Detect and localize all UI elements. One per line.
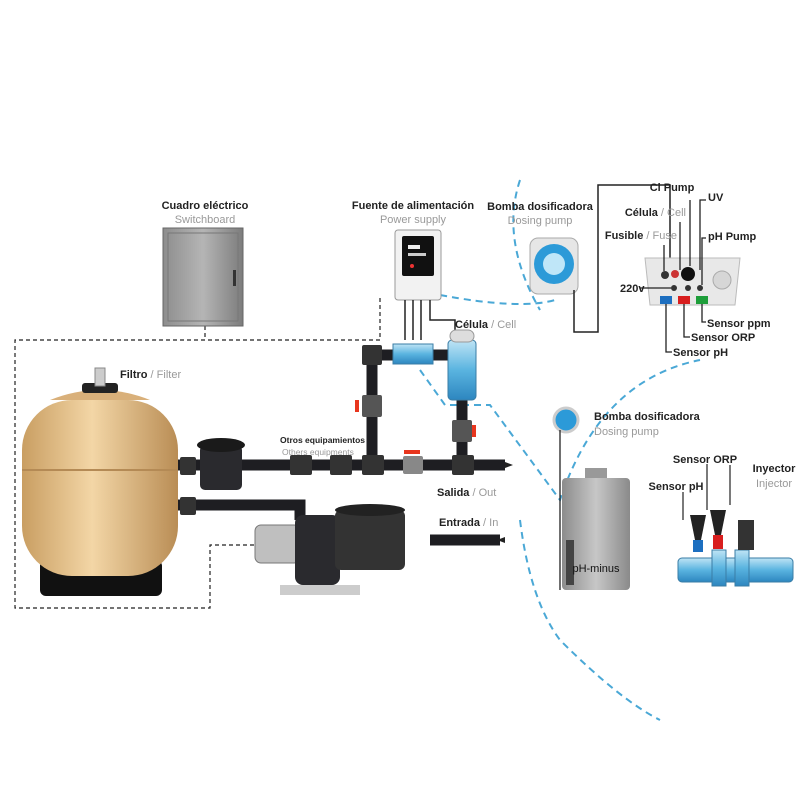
power-supply xyxy=(394,229,456,340)
sensor-ph-label: Sensor pH xyxy=(673,347,728,359)
power-supply-title: Fuente de alimentación xyxy=(352,200,475,212)
switchboard-subtitle: Switchboard xyxy=(175,214,236,226)
dosing-pump-bottom-title: Bomba dosificadora xyxy=(594,411,701,423)
pipe-fittings xyxy=(180,345,513,543)
power-220v-label: 220v xyxy=(620,283,645,295)
power-supply-subtitle: Power supply xyxy=(380,214,447,226)
injector-subtitle: Injector xyxy=(756,478,792,490)
cl-pump-label: Cl Pump xyxy=(650,182,695,194)
outlet-label: Salida / Out xyxy=(437,487,496,499)
filter-label: Filtro / Filter xyxy=(120,369,181,381)
cell-connector-label: Célula / Cell xyxy=(625,207,686,219)
multiport-valve xyxy=(197,438,245,490)
sensor-ppm-label: Sensor ppm xyxy=(707,318,771,330)
inlet-label: Entrada / In xyxy=(439,517,498,529)
switchboard-title: Cuadro eléctrico xyxy=(162,200,249,212)
controller-unit xyxy=(640,199,741,353)
sensor-manifold xyxy=(677,464,794,587)
sand-filter xyxy=(22,367,178,596)
injector-title: Inyector xyxy=(753,463,797,475)
other-equipment-subtitle: Others equipments xyxy=(282,447,354,457)
bottom-sensor-ph-label: Sensor pH xyxy=(648,481,703,493)
ph-minus-container xyxy=(562,468,630,590)
dosing-pump-bottom-subtitle: Dosing pump xyxy=(594,426,659,438)
cell-label: Célula / Cell xyxy=(455,319,516,331)
dosing-pump-top-title: Bomba dosificadora xyxy=(487,201,594,213)
ph-pump-label: pH Pump xyxy=(708,231,757,243)
dosing-pump-top xyxy=(529,184,671,333)
electrical-wiring xyxy=(14,298,381,609)
electrolysis-cell xyxy=(392,329,477,401)
sensor-orp-label: Sensor ORP xyxy=(691,332,755,344)
other-equipment-title: Otros equipamientos xyxy=(280,435,365,445)
uv-label: UV xyxy=(708,192,724,204)
dosing-pump-bottom xyxy=(552,406,580,590)
ph-minus-label: pH-minus xyxy=(572,563,620,575)
fuse-label: Fusible / Fuse xyxy=(605,230,677,242)
switchboard xyxy=(162,227,244,327)
pool-pump xyxy=(254,504,405,595)
dosing-pump-top-subtitle: Dosing pump xyxy=(508,215,573,227)
bottom-sensor-orp-label: Sensor ORP xyxy=(673,454,737,466)
